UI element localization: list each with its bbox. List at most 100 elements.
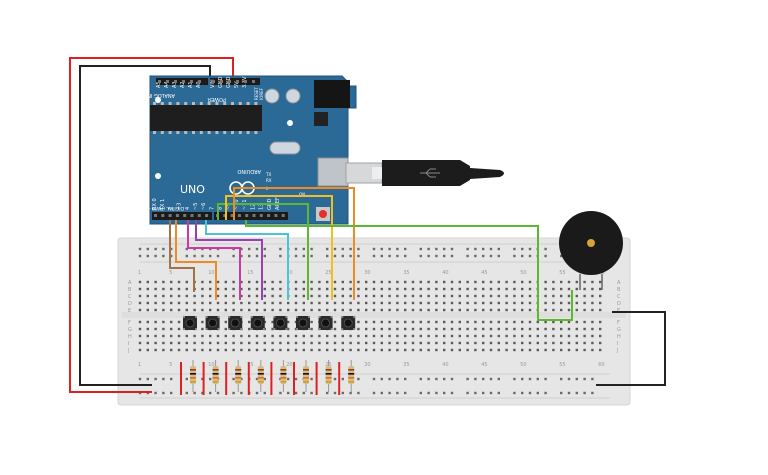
resistor	[247, 360, 264, 395]
breadboard-hole	[310, 327, 313, 331]
signal-wires	[169, 187, 573, 321]
rail-hole	[240, 247, 243, 251]
breadboard-hole	[583, 301, 586, 305]
breadboard-hole	[482, 334, 485, 338]
rail-hole	[466, 377, 469, 381]
power-pin-label: VIN	[210, 79, 216, 88]
breadboard-hole	[224, 348, 227, 352]
breadboard-hole	[240, 287, 243, 291]
breadboard-hole	[466, 334, 469, 338]
resistor-band	[325, 377, 332, 379]
breadboard-hole	[154, 334, 157, 338]
resistor-band	[257, 381, 264, 383]
chip-leg	[199, 131, 203, 134]
breadboard-hole	[216, 301, 220, 305]
header-pin	[161, 214, 165, 217]
breadboard-hole	[185, 334, 188, 338]
header-pin	[198, 80, 201, 83]
breadboard-hole	[450, 287, 454, 291]
header-pin	[244, 80, 247, 83]
breadboard-hole	[341, 348, 344, 352]
rail-hole	[294, 377, 298, 381]
rail-hole	[240, 391, 243, 395]
rail-hole	[466, 254, 469, 258]
chip-leg	[192, 102, 195, 105]
rail-hole	[380, 377, 383, 381]
breadboard-hole	[583, 308, 586, 312]
row-letter: A	[617, 280, 621, 286]
chip-leg	[184, 131, 188, 134]
breadboard-hole	[497, 348, 500, 352]
breadboard-hole	[591, 280, 594, 284]
breadboard-hole	[513, 320, 516, 324]
column-number: 30	[364, 270, 370, 276]
breadboard-hole	[427, 327, 430, 331]
rail-hole	[388, 377, 391, 381]
crystal	[269, 141, 301, 155]
pushbutton-cap	[298, 318, 308, 328]
digital-pin-label: RX 0	[152, 198, 158, 210]
rail-hole	[544, 247, 547, 251]
breadboard-hole	[536, 334, 539, 338]
breadboard-hole	[138, 280, 142, 284]
column-number: 15	[247, 362, 253, 368]
breadboard-hole	[489, 301, 493, 305]
breadboard-hole	[372, 334, 376, 338]
breadboard-hole	[474, 308, 477, 312]
breadboard-hole	[552, 287, 555, 291]
header-pin	[175, 214, 179, 217]
breadboard-hole	[482, 341, 485, 345]
breadboard-hole	[255, 280, 259, 284]
breadboard-hole	[583, 348, 586, 352]
breadboard-hole	[279, 308, 282, 312]
breadboard-hole	[302, 334, 305, 338]
row-letter: I	[617, 341, 618, 347]
breadboard-hole	[591, 320, 594, 324]
rail-hole	[372, 377, 376, 381]
breadboard-hole	[552, 280, 555, 284]
header-pin	[174, 80, 177, 83]
breadboard-hole	[326, 280, 329, 284]
breadboard-hole	[302, 301, 305, 305]
breadboard-hole	[372, 341, 376, 345]
breadboard-hole	[138, 341, 142, 345]
rail-hole	[396, 254, 399, 258]
analog-pin-label: A2	[180, 81, 186, 88]
analog-pin-label: A4	[164, 81, 170, 88]
breadboard-hole	[536, 327, 539, 331]
breadboard-hole	[575, 341, 578, 345]
breadboard-hole	[162, 308, 165, 312]
breadboard-hole	[404, 308, 407, 312]
breadboard-hole	[599, 341, 602, 345]
header-pin	[252, 214, 256, 217]
breadboard-hole	[154, 327, 157, 331]
breadboard-hole	[326, 308, 329, 312]
breadboard-hole	[248, 280, 251, 284]
breadboard-hole	[193, 341, 196, 345]
reset-button-cap	[319, 210, 327, 218]
breadboard-hole	[513, 280, 516, 284]
breadboard-hole	[513, 327, 516, 331]
rail-hole	[302, 254, 305, 258]
breadboard-hole	[404, 348, 407, 352]
rail-hole	[263, 391, 266, 395]
breadboard-hole	[279, 287, 282, 291]
breadboard-hole	[185, 280, 188, 284]
digital-pin-label: 2	[168, 207, 174, 210]
rail-hole	[497, 247, 500, 251]
rail-hole	[404, 247, 407, 251]
breadboard-hole	[411, 287, 415, 291]
breadboard-hole	[263, 294, 266, 298]
breadboard-hole	[255, 294, 259, 298]
breadboard-hole	[380, 348, 383, 352]
rail-hole	[154, 254, 157, 258]
breadboard-hole	[154, 348, 157, 352]
breadboard-hole	[333, 301, 337, 305]
resistor-band	[348, 369, 355, 371]
breadboard-hole	[349, 341, 352, 345]
wire-purple	[195, 220, 263, 300]
breadboard-hole	[209, 308, 212, 312]
breadboard-hole	[310, 348, 313, 352]
usb-cable	[345, 160, 504, 186]
breadboard-hole	[575, 294, 578, 298]
